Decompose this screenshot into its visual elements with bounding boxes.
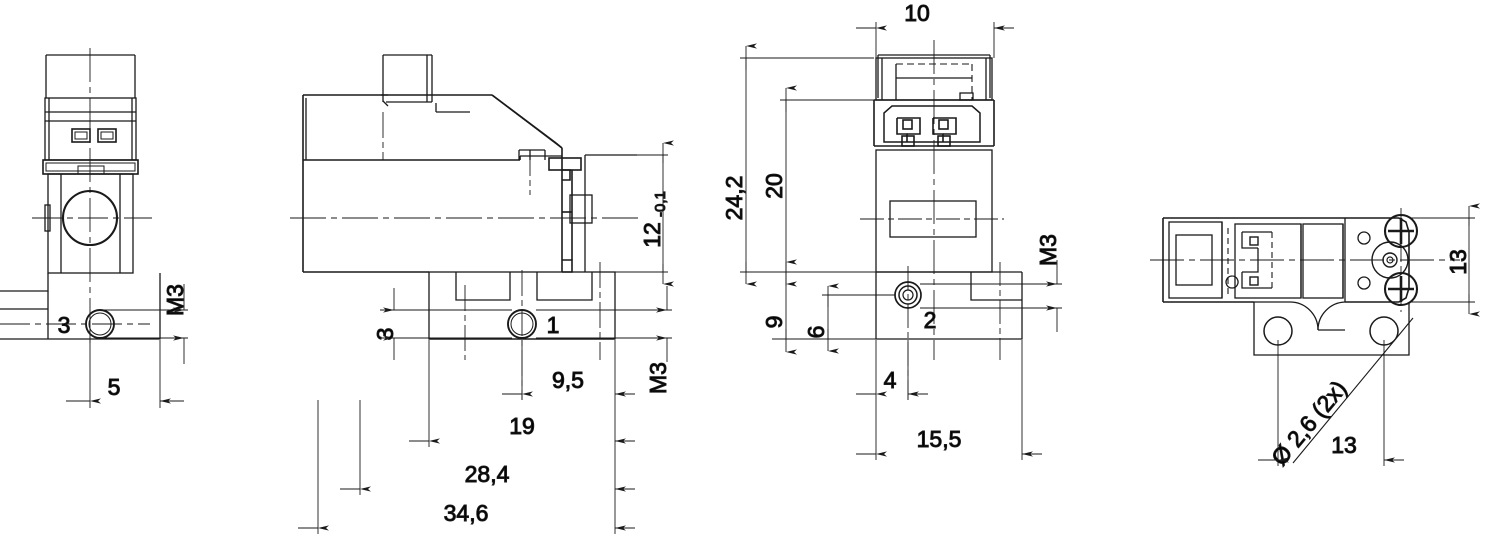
- dim-242-rear: [740, 43, 876, 287]
- dim-label-4: 4: [884, 367, 897, 393]
- dim-m3-rear: [920, 260, 1062, 332]
- dim-label-155: 15,5: [917, 426, 962, 452]
- dim-dia-leader: [1292, 317, 1414, 464]
- dim-label-m3-side: M3: [645, 362, 671, 394]
- dim-155-rear: [856, 340, 1042, 460]
- dim-5-front: [66, 330, 184, 408]
- dim-label-12-tol: -0,1: [652, 191, 669, 217]
- dim-label-5: 5: [108, 374, 121, 400]
- view-rear: 10 24,2 20 9: [721, 0, 1062, 460]
- dim-label-m3-front: M3: [162, 284, 188, 316]
- dim-346-side: [298, 400, 635, 534]
- view-top: 13 Ø 2,6 (2x) 13: [1150, 203, 1480, 471]
- dim-label-12-base: 12: [639, 222, 665, 248]
- view-front: M3 3 5: [0, 48, 189, 408]
- dim-label-242: 24,2: [721, 176, 747, 221]
- dim-label-13-horiz: 13: [1331, 432, 1357, 458]
- dim-label-3-side: 3: [372, 328, 398, 341]
- dim-label-346: 34,6: [444, 500, 489, 526]
- dim-label-6: 6: [803, 326, 829, 339]
- dim-m3-front: [104, 284, 188, 364]
- dim-label-port1: 1: [547, 312, 560, 338]
- dim-4-rear: [856, 340, 928, 400]
- dim-label-20: 20: [761, 173, 787, 199]
- dim-label-m3-rear: M3: [1035, 234, 1061, 266]
- dim-label-9: 9: [761, 316, 787, 329]
- dim-3-side: [380, 288, 512, 360]
- dim-label-port2: 2: [924, 307, 937, 333]
- dim-13-vert-top: [1409, 203, 1480, 317]
- dim-label-12-group: 12 -0,1: [639, 191, 670, 249]
- dim-label-port3: 3: [58, 312, 71, 338]
- dim-10-rear: [856, 22, 1014, 58]
- dim-20-rear: [780, 85, 876, 287]
- dim-284-side: [340, 400, 635, 495]
- dim-95-side: [502, 340, 635, 400]
- dim-label-13-vert: 13: [1445, 249, 1471, 275]
- dim-label-19: 19: [509, 413, 535, 439]
- dim-label-95: 9,5: [552, 367, 584, 393]
- dim-m3-side: [536, 286, 672, 362]
- dim-label-284: 28,4: [465, 461, 510, 487]
- dim-12-side: [585, 140, 674, 287]
- dim-19-side: [409, 340, 635, 447]
- dim-6-rear: [822, 283, 895, 354]
- dim-label-10: 10: [904, 0, 930, 26]
- view-side: 12 -0,1 M3 3 1 9,5: [290, 54, 674, 534]
- dim-13-horiz-top: [1258, 340, 1404, 466]
